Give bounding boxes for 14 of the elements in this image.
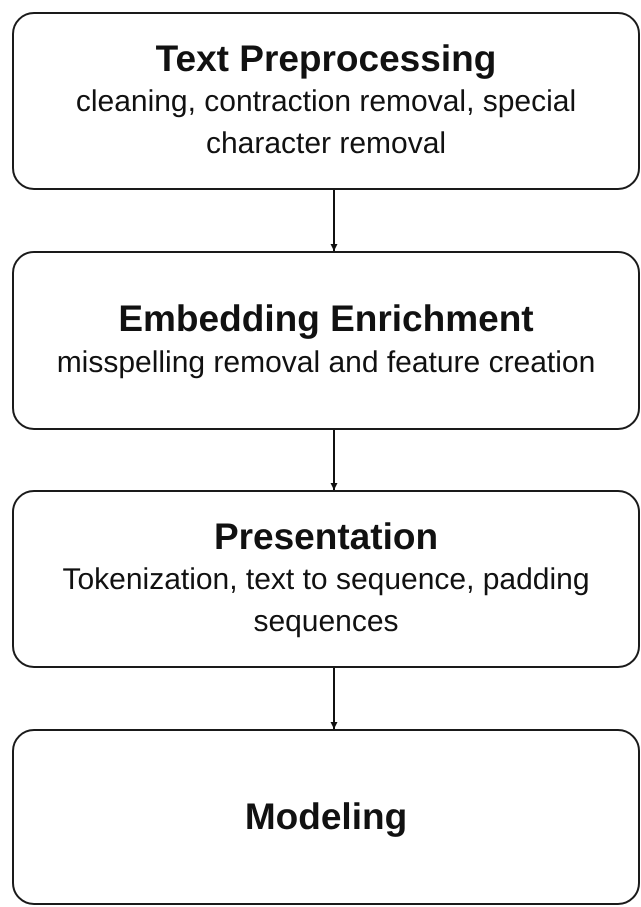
step-title: Modeling: [244, 794, 408, 839]
step-description: misspelling removal and feature creation: [56, 344, 596, 381]
process-box: [12, 729, 640, 905]
arrow: [330, 190, 338, 251]
step-title: Presentation: [214, 514, 438, 559]
step-title: Text Preprocessing: [156, 36, 496, 81]
step-description: cleaning, contraction removal, special character removal: [74, 84, 578, 162]
arrow: [330, 430, 338, 490]
process-box: [12, 12, 640, 190]
step-title: Embedding Enrichment: [118, 297, 534, 342]
process-box: [12, 490, 640, 668]
step-description: Tokenization, text to sequence, padding sequences: [61, 562, 591, 640]
process-box: [12, 251, 640, 430]
arrow: [330, 668, 338, 729]
